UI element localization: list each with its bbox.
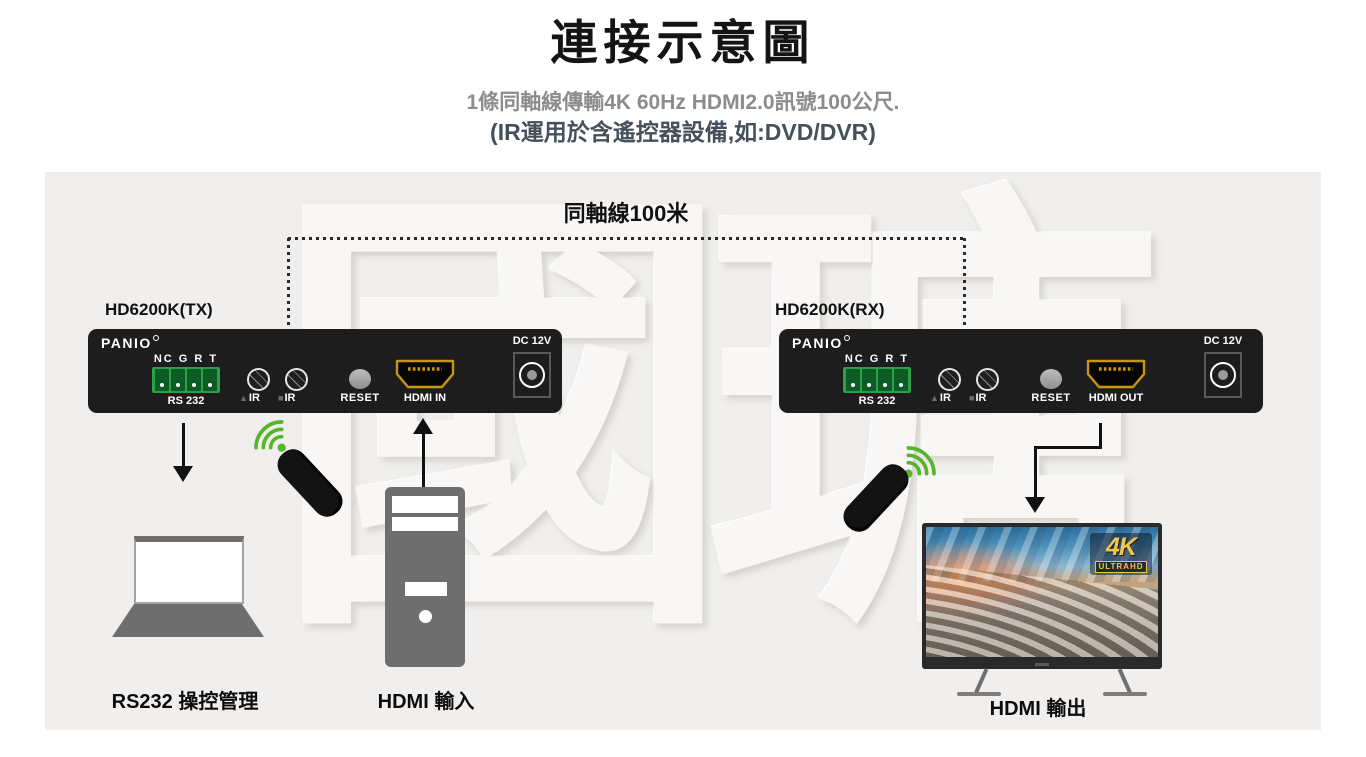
ir-signal-icon — [254, 420, 286, 452]
dc-power-label: DC 12V — [512, 335, 552, 347]
hdmi-port-label: HDMI OUT — [1088, 392, 1144, 404]
ir-port-2-icon — [976, 368, 999, 391]
reset-label: RESET — [340, 392, 380, 404]
hdmi-port-label: HDMI IN — [403, 392, 447, 404]
hdmi-in-arrow-head — [413, 418, 433, 434]
power-button-dot — [419, 610, 432, 623]
badge-4k-text: 4K — [1106, 533, 1137, 561]
tv-foot — [1103, 692, 1147, 696]
subtitle-line-1: 1條同軸線傳輸4K 60Hz HDMI2.0訊號100公尺. — [466, 91, 900, 114]
terminal-cell — [862, 369, 876, 391]
ir-port-1-icon — [247, 368, 270, 391]
badge-ultrahd-text: ULTRAHD — [1095, 561, 1147, 573]
rs232-terminal-block-icon — [152, 367, 220, 393]
hdmi-port-icon — [1086, 359, 1146, 389]
diagram-panel: 國瑭 同軸線100米 HD6200K(TX) PANIO NC G R T RS… — [45, 172, 1321, 730]
triangle-marker: ▲ — [239, 393, 248, 403]
coax-dotted-line-horizontal — [288, 237, 965, 240]
ir-text: IR — [939, 392, 951, 404]
terminal-cell — [155, 369, 169, 391]
hdmi-out-arrow-segment-2 — [1034, 446, 1102, 449]
terminal-cell — [203, 369, 217, 391]
dc-power-label: DC 12V — [1203, 335, 1243, 347]
caption-rs232-control: RS232 操控管理 — [111, 691, 259, 713]
ir-port-2-icon — [285, 368, 308, 391]
terminal-cell — [878, 369, 892, 391]
subtitle-line-2: (IR運用於含遙控器設備,如:DVD/DVR) — [490, 119, 876, 145]
terminal-cell — [894, 369, 908, 391]
terminal-cell — [187, 369, 201, 391]
tx-device-panel: PANIO NC G R T RS 232 ▲IR ■IR RESET HDMI… — [88, 329, 562, 413]
drive-bay — [392, 517, 458, 531]
hdmi-out-arrow-segment-1 — [1099, 423, 1102, 449]
dc-jack-ring — [519, 362, 545, 388]
coax-length-label: 同軸線100米 — [563, 201, 689, 226]
dc-jack-pin — [527, 370, 537, 380]
ir-port-1-label: ▲IR — [930, 392, 951, 404]
laptop-icon — [134, 536, 244, 604]
4k-ultrahd-badge: 4K ULTRAHD — [1090, 533, 1152, 575]
square-marker: ■ — [278, 393, 284, 403]
reset-button-icon — [1040, 369, 1062, 389]
dc-jack-ring — [1210, 362, 1236, 388]
dc-power-jack-icon — [513, 352, 551, 398]
ir-port-2-label: ■IR — [278, 392, 295, 404]
page-title: 連接示意圖 — [550, 16, 816, 69]
coax-dotted-line-left — [287, 238, 290, 330]
square-marker: ■ — [969, 393, 975, 403]
laptop-base — [112, 604, 264, 637]
reset-button-icon — [349, 369, 371, 389]
tx-device-name: HD6200K(TX) — [105, 300, 213, 319]
caption-hdmi-input: HDMI 輸入 — [377, 691, 475, 713]
rs232-arrow-head — [173, 466, 193, 482]
ir-port-2-label: ■IR — [969, 392, 986, 404]
rx-device-panel: PANIO NC G R T RS 232 ▲IR ■IR RESET HDMI… — [779, 329, 1263, 413]
rs232-port-label: RS 232 — [858, 395, 896, 407]
rs232-terminal-block-icon — [843, 367, 911, 393]
coax-dotted-line-right — [963, 238, 966, 330]
tv-icon: 4K ULTRAHD — [922, 523, 1162, 669]
tv-brand-strip — [1035, 663, 1049, 666]
drive-bay — [392, 496, 458, 513]
terminal-cell — [846, 369, 860, 391]
drive-slot — [405, 582, 447, 596]
tv-foot — [957, 692, 1001, 696]
rs232-port-label: RS 232 — [167, 395, 205, 407]
ir-text: IR — [248, 392, 260, 404]
hdmi-out-arrow-head — [1025, 497, 1045, 513]
hdmi-port-icon — [395, 359, 455, 389]
terminal-cell — [171, 369, 185, 391]
caption-hdmi-output: HDMI 輸出 — [989, 698, 1087, 720]
tv-screen: 4K ULTRAHD — [926, 527, 1158, 657]
terminal-pin-labels: NC G R T — [153, 353, 219, 365]
terminal-pin-labels: NC G R T — [844, 353, 910, 365]
pc-tower-icon — [385, 487, 465, 667]
panio-logo: PANIO — [792, 335, 850, 351]
ir-text: IR — [975, 392, 987, 404]
rx-device-name: HD6200K(RX) — [775, 300, 885, 319]
hdmi-in-arrow-line — [422, 432, 425, 487]
hdmi-out-arrow-segment-3 — [1034, 446, 1037, 499]
reset-label: RESET — [1031, 392, 1071, 404]
dc-jack-pin — [1218, 370, 1228, 380]
panio-logo: PANIO — [101, 335, 159, 351]
ir-port-1-label: ▲IR — [239, 392, 260, 404]
ir-text: IR — [284, 392, 296, 404]
triangle-marker: ▲ — [930, 393, 939, 403]
ir-port-1-icon — [938, 368, 961, 391]
rs232-arrow-line — [182, 423, 185, 469]
dc-power-jack-icon — [1204, 352, 1242, 398]
